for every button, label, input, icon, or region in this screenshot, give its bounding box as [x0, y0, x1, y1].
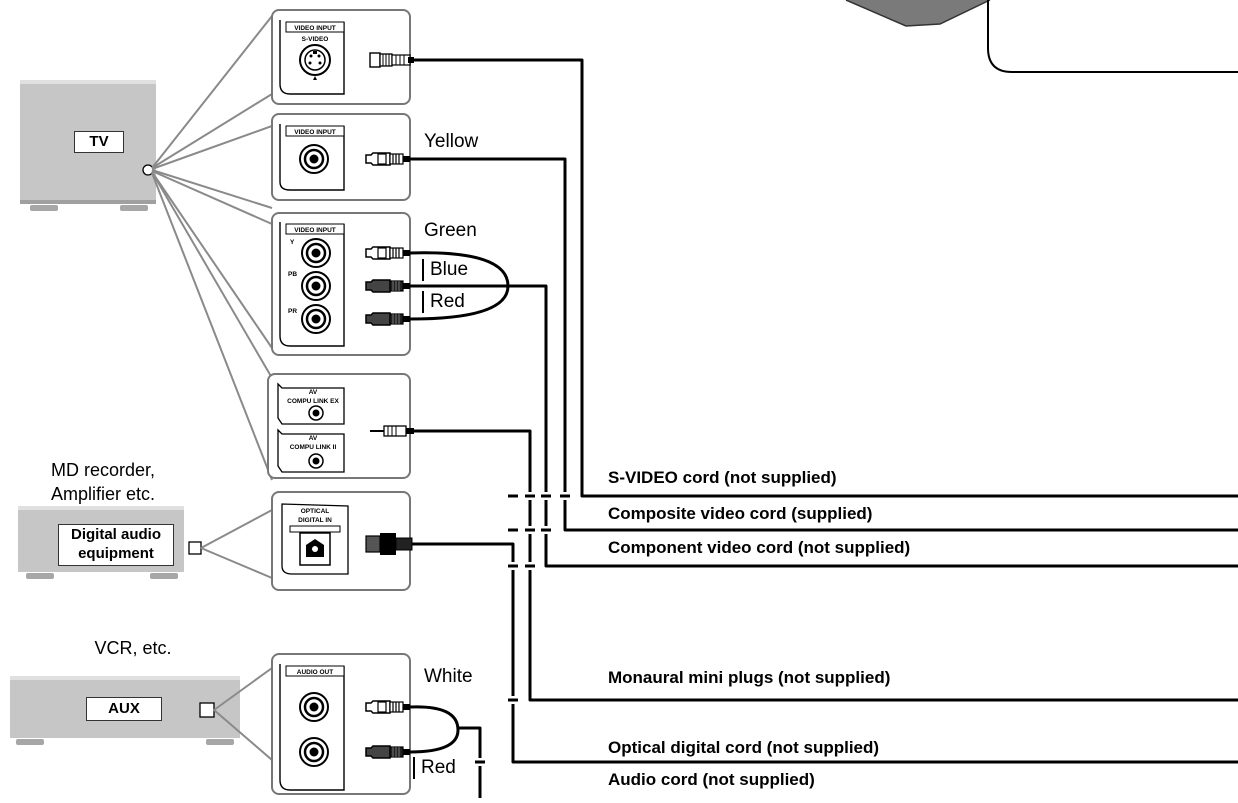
panel-compulink: AV COMPU LINK EX AV COMPU LINK II	[267, 373, 414, 479]
aux-device	[10, 676, 240, 745]
panel-audio: AUDIO OUT	[271, 653, 411, 795]
tv-fan-lines	[151, 15, 273, 481]
svg-text:COMPU LINK II: COMPU LINK II	[290, 444, 337, 451]
svg-text:OPTICAL: OPTICAL	[301, 508, 330, 515]
main-unit-corner	[845, 0, 991, 27]
panel-composite: VIDEO INPUT	[271, 113, 411, 201]
label-blue: Blue	[422, 259, 468, 281]
panel-optical: OPTICAL DIGITAL IN	[271, 491, 413, 591]
svg-text:AUDIO OUT: AUDIO OUT	[297, 669, 334, 676]
digital-caption-line2: Amplifier etc.	[50, 484, 156, 504]
svg-text:AV: AV	[309, 389, 318, 396]
svg-text:AV: AV	[309, 435, 318, 442]
svg-text:PR: PR	[288, 308, 297, 315]
digital-audio-label-line2: equipment	[78, 545, 154, 562]
label-yellow: Yellow	[424, 131, 479, 152]
label-red: Red	[422, 291, 465, 313]
cord-mono: Monaural mini plugs (not supplied)	[608, 668, 891, 687]
label-green: Green	[424, 220, 477, 241]
panel-svideo: VIDEO INPUT S-VIDEO	[271, 9, 414, 105]
svg-text:S-VIDEO: S-VIDEO	[302, 36, 329, 43]
label-white: White	[424, 666, 473, 687]
main-unit-outline	[987, 0, 1238, 73]
svideo-cable	[413, 58, 1238, 498]
digital-caption: MD recorder, Amplifier etc.	[20, 458, 186, 506]
cables	[409, 58, 1238, 798]
svg-text:VIDEO INPUT: VIDEO INPUT	[294, 129, 336, 136]
audio-cable	[458, 726, 482, 798]
cord-audio: Audio cord (not supplied)	[608, 770, 815, 789]
aux-label: AUX	[86, 697, 162, 721]
svg-text:VIDEO INPUT: VIDEO INPUT	[294, 227, 336, 234]
digital-audio-label: Digital audio equipment	[58, 524, 174, 566]
svg-text:PB: PB	[288, 271, 297, 278]
cord-optical: Optical digital cord (not supplied)	[608, 738, 880, 757]
svg-text:VIDEO INPUT: VIDEO INPUT	[294, 25, 336, 32]
cord-component: Component video cord (not supplied)	[608, 538, 911, 557]
panel-component: VIDEO INPUT Y PB PR	[271, 212, 411, 356]
label-red-audio: Red	[413, 757, 456, 779]
tv-label: TV	[74, 131, 124, 153]
optical-cable	[412, 542, 1238, 764]
digital-caption-line1: MD recorder,	[50, 460, 156, 480]
component-cable	[410, 284, 1238, 568]
svg-text:COMPU LINK EX: COMPU LINK EX	[287, 398, 339, 405]
audio-loop	[409, 705, 460, 754]
aux-caption: VCR, etc.	[94, 638, 172, 658]
digital-audio-label-line1: Digital audio	[71, 526, 161, 543]
composite-cable	[410, 157, 1238, 532]
svg-text:DIGITAL IN: DIGITAL IN	[298, 517, 332, 524]
svg-text:Y: Y	[290, 239, 295, 246]
cord-composite: Composite video cord (supplied)	[608, 504, 873, 523]
cord-svideo: S-VIDEO cord (not supplied)	[608, 468, 837, 487]
